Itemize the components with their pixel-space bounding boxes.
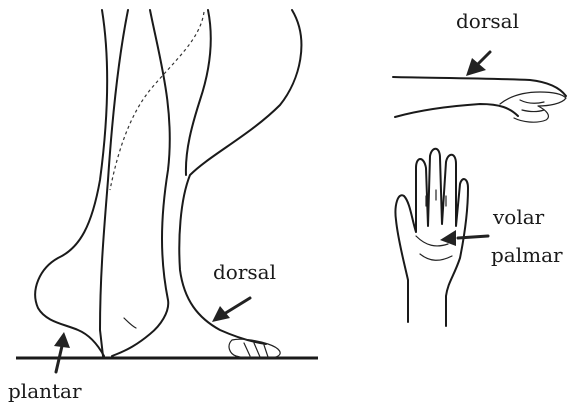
legs-illustration [16,10,318,358]
dorsal-foot-arrow [212,298,250,322]
dorsal-hand-arrow [466,52,490,76]
hand-profile [500,92,566,122]
palm-creases [416,190,452,260]
label-dorsal-hand: dorsal [456,9,519,33]
ankle-mark [124,318,136,328]
forearm-illustration [393,77,566,122]
label-dorsal-foot: dorsal [213,260,276,284]
front-leg-back-edge [112,10,170,356]
label-palmar: palmar [491,243,563,267]
plantar-arrow [54,332,70,372]
back-leg-front-edge [100,10,128,356]
label-volar: volar [492,205,545,229]
toe-lines [244,343,268,357]
label-plantar: plantar [8,379,82,403]
forearm-top-edge [393,77,566,96]
knee-contour [186,10,211,175]
back-leg-outline [35,10,107,356]
forearm-bottom-edge [395,104,518,117]
front-leg-front-edge [179,10,301,344]
